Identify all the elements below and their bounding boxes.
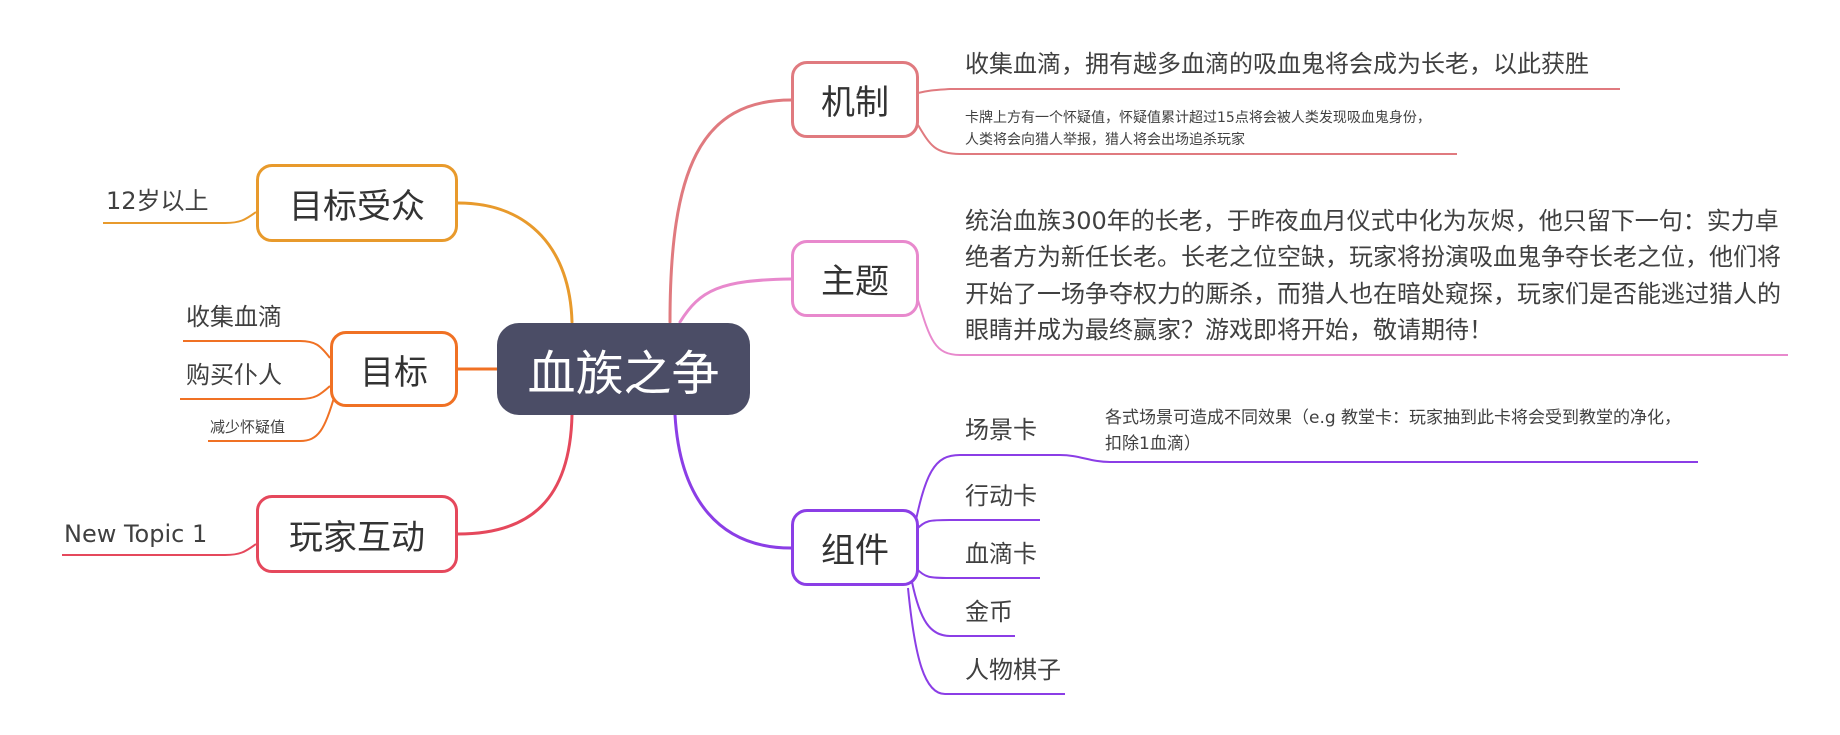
connector-theme bbox=[678, 277, 793, 324]
component-character-piece[interactable]: 人物棋子 bbox=[965, 656, 1061, 684]
connector-mechanism bbox=[668, 98, 793, 324]
theme-text[interactable]: 统治血族300年的长老，于昨夜血月仪式中化为灰烬，他只留下一句：实力卓绝者方为新… bbox=[965, 207, 1781, 345]
mechanism-item-1[interactable]: 收集血滴，拥有越多血滴的吸血鬼将会成为长老，以此获胜 bbox=[965, 50, 1589, 78]
connector-blood bbox=[915, 567, 1040, 579]
connector-goal-item3 bbox=[208, 393, 336, 442]
connector-goal-item1 bbox=[183, 340, 331, 359]
connector-mechanism-item2 bbox=[917, 124, 1457, 155]
connector-audience bbox=[456, 201, 574, 324]
goal-item-1[interactable]: 收集血滴 bbox=[186, 303, 282, 331]
connector-theme-text bbox=[917, 299, 1788, 356]
goal-item-3[interactable]: 减少怀疑值 bbox=[210, 418, 286, 436]
audience-item[interactable]: 12岁以上 bbox=[106, 187, 209, 215]
connector-interaction bbox=[456, 413, 574, 536]
connector-scene bbox=[911, 454, 1698, 541]
topic-audience[interactable]: 目标受众 bbox=[256, 164, 458, 242]
topic-mechanism[interactable]: 机制 bbox=[791, 61, 919, 138]
connector-components bbox=[673, 413, 793, 550]
topic-components[interactable]: 组件 bbox=[791, 509, 919, 586]
component-scene-card[interactable]: 场景卡 bbox=[965, 416, 1037, 444]
component-blood-card[interactable]: 血滴卡 bbox=[965, 540, 1037, 568]
component-scene-desc[interactable]: 各式场景可造成不同效果（e.g 教堂卡：玩家抽到此卡将会受到教堂的净化，扣除1血… bbox=[1105, 408, 1682, 455]
connector-goal-item2 bbox=[180, 385, 331, 400]
component-coin[interactable]: 金币 bbox=[965, 598, 1013, 626]
connector-audience-item bbox=[103, 211, 257, 224]
connector-action bbox=[915, 519, 1040, 531]
component-action-card[interactable]: 行动卡 bbox=[965, 482, 1037, 510]
central-topic[interactable]: 血族之争 bbox=[497, 323, 750, 415]
connector-interaction-item bbox=[62, 543, 257, 556]
mechanism-item-2[interactable]: 卡牌上方有一个怀疑值，怀疑值累计超过15点将会被人类发现吸血鬼身份，人类将会向猎… bbox=[965, 110, 1431, 148]
topic-interaction[interactable]: 玩家互动 bbox=[256, 495, 458, 573]
connector-piece bbox=[907, 587, 1065, 695]
goal-item-2[interactable]: 购买仆人 bbox=[186, 361, 282, 389]
topic-goal[interactable]: 目标 bbox=[330, 331, 458, 407]
topic-theme[interactable]: 主题 bbox=[791, 240, 919, 317]
connector-coin bbox=[911, 581, 1015, 637]
interaction-item[interactable]: New Topic 1 bbox=[64, 520, 208, 548]
connector-mechanism-item1 bbox=[917, 88, 1620, 94]
